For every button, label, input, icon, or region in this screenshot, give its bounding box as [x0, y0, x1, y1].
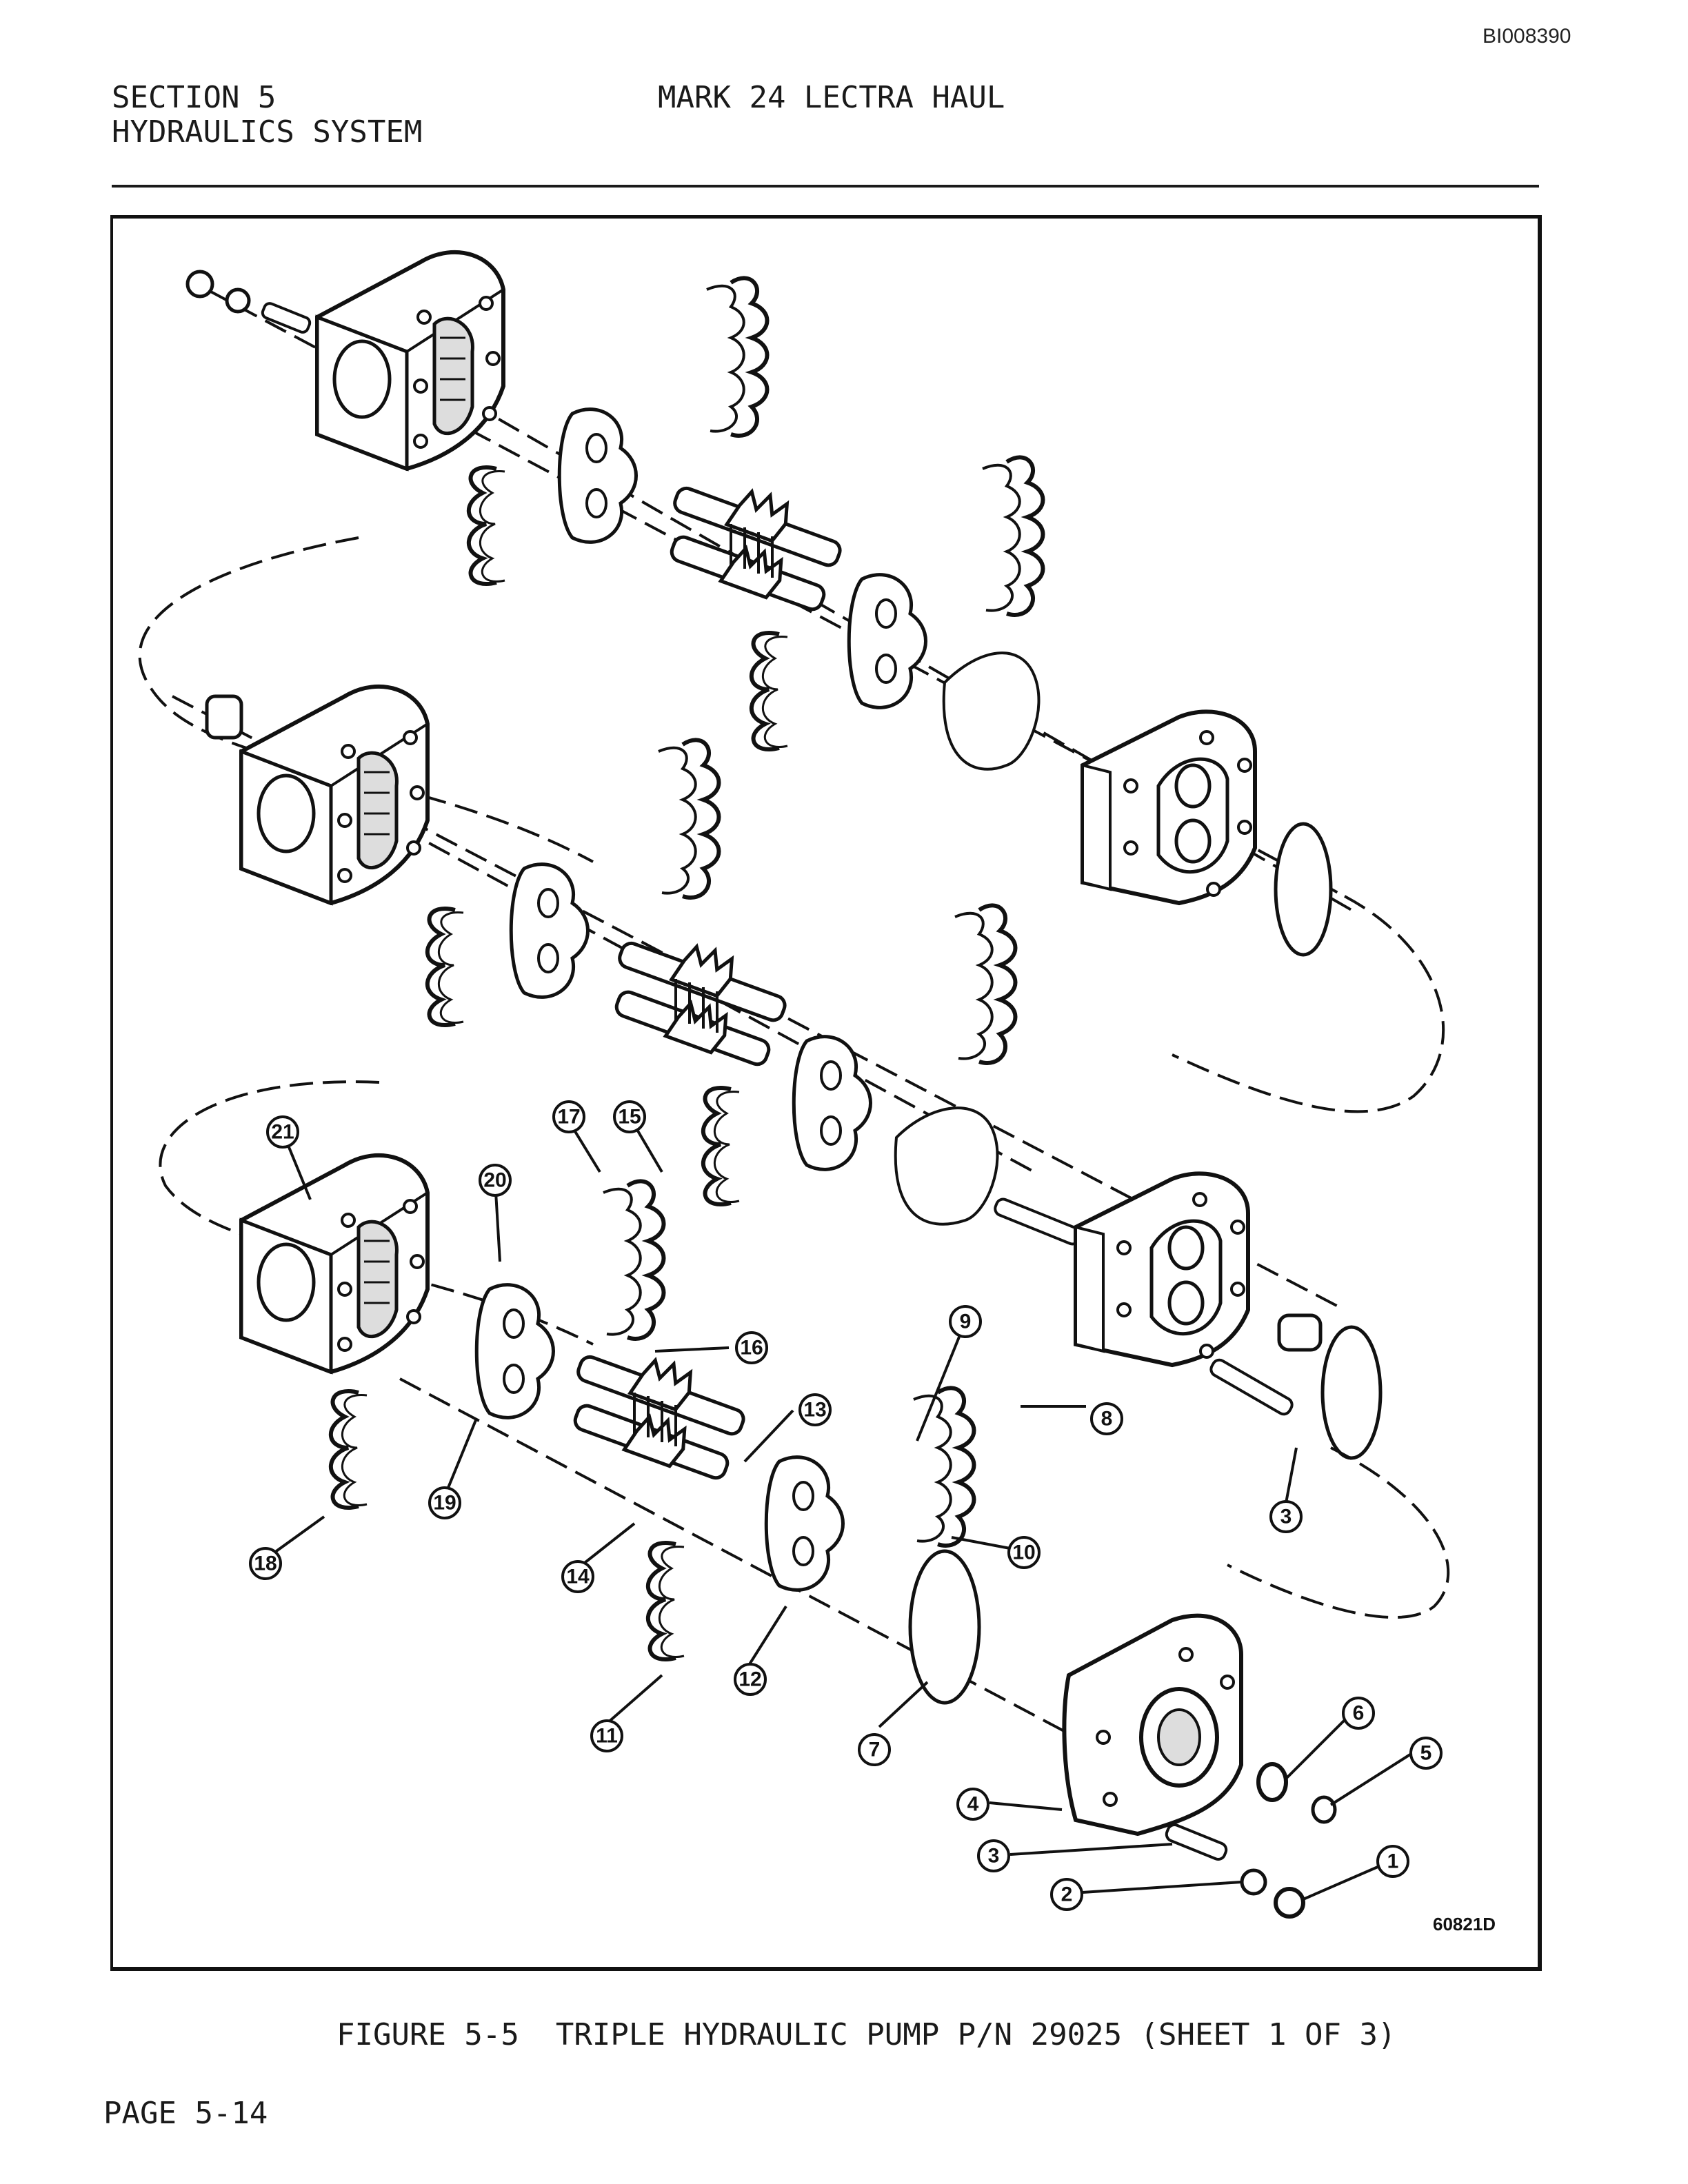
- header-divider: [112, 185, 1539, 188]
- callout-12: 12: [734, 1663, 767, 1696]
- figure-caption: FIGURE 5-5 TRIPLE HYDRAULIC PUMP P/N 290…: [336, 2017, 1396, 2052]
- svg-text:5: 5: [1420, 1742, 1432, 1765]
- section-2-assembly: [159, 687, 1445, 1460]
- svg-text:6: 6: [1353, 1702, 1365, 1725]
- svg-text:12: 12: [738, 1668, 761, 1691]
- svg-text:20: 20: [483, 1169, 506, 1192]
- callout-15: 15: [613, 1100, 646, 1133]
- callout-18: 18: [249, 1547, 282, 1580]
- callout-13: 13: [798, 1393, 832, 1426]
- svg-text:13: 13: [803, 1399, 826, 1422]
- section-label: SECTION 5: [112, 80, 277, 115]
- callout-14: 14: [561, 1560, 594, 1593]
- callout-6: 6: [1342, 1697, 1375, 1730]
- svg-text:1: 1: [1387, 1850, 1399, 1873]
- callout-2: 2: [1050, 1878, 1083, 1911]
- section-name: HYDRAULICS SYSTEM: [112, 114, 423, 150]
- callout-8: 8: [1090, 1402, 1123, 1435]
- callout-4: 4: [956, 1788, 989, 1821]
- page-number: PAGE 5-14: [103, 2096, 268, 2131]
- drawing-number: 60821D: [1433, 1914, 1496, 1934]
- callout-1: 1: [1376, 1845, 1409, 1878]
- svg-text:19: 19: [433, 1492, 456, 1515]
- svg-text:3: 3: [988, 1845, 1000, 1868]
- callout-labels: 1 2 3 3 4 5 6 7 8 9 10 11 12 13 14 15 16…: [249, 1100, 1443, 1911]
- section-3-assembly: [241, 1155, 1450, 1919]
- callout-11: 11: [590, 1719, 623, 1752]
- callout-7: 7: [858, 1733, 891, 1766]
- svg-text:11: 11: [596, 1725, 618, 1748]
- callout-16: 16: [735, 1331, 768, 1364]
- front-cover-with-shaft-seal: [1062, 1613, 1243, 1837]
- svg-text:16: 16: [740, 1337, 763, 1359]
- callout-10: 10: [1007, 1536, 1041, 1569]
- section-1-assembly: [138, 252, 1352, 957]
- svg-text:21: 21: [271, 1121, 294, 1144]
- callout-9: 9: [949, 1305, 982, 1338]
- svg-text:2: 2: [1061, 1883, 1073, 1906]
- callout-3a: 3: [977, 1839, 1010, 1872]
- svg-text:10: 10: [1012, 1541, 1035, 1564]
- svg-text:15: 15: [618, 1106, 641, 1129]
- document-id: BI008390: [1483, 25, 1571, 48]
- callout-19: 19: [428, 1486, 461, 1519]
- figure-border: [110, 215, 1542, 1971]
- callout-17: 17: [552, 1100, 585, 1133]
- callout-3b: 3: [1269, 1500, 1303, 1533]
- manual-title: MARK 24 LECTRA HAUL: [658, 80, 1005, 115]
- callout-21: 21: [266, 1115, 299, 1149]
- svg-text:14: 14: [566, 1566, 590, 1588]
- svg-text:3: 3: [1280, 1506, 1292, 1528]
- svg-text:7: 7: [869, 1739, 881, 1761]
- exploded-view-figure: 1 2 3 3 4 5 6 7 8 9 10 11 12 13 14 15 16…: [110, 215, 1542, 1971]
- callout-20: 20: [479, 1164, 512, 1197]
- callout-5: 5: [1409, 1737, 1443, 1770]
- svg-text:17: 17: [557, 1106, 580, 1129]
- svg-text:4: 4: [967, 1793, 979, 1816]
- svg-text:8: 8: [1101, 1408, 1113, 1430]
- svg-text:9: 9: [960, 1311, 972, 1333]
- svg-text:18: 18: [254, 1553, 277, 1575]
